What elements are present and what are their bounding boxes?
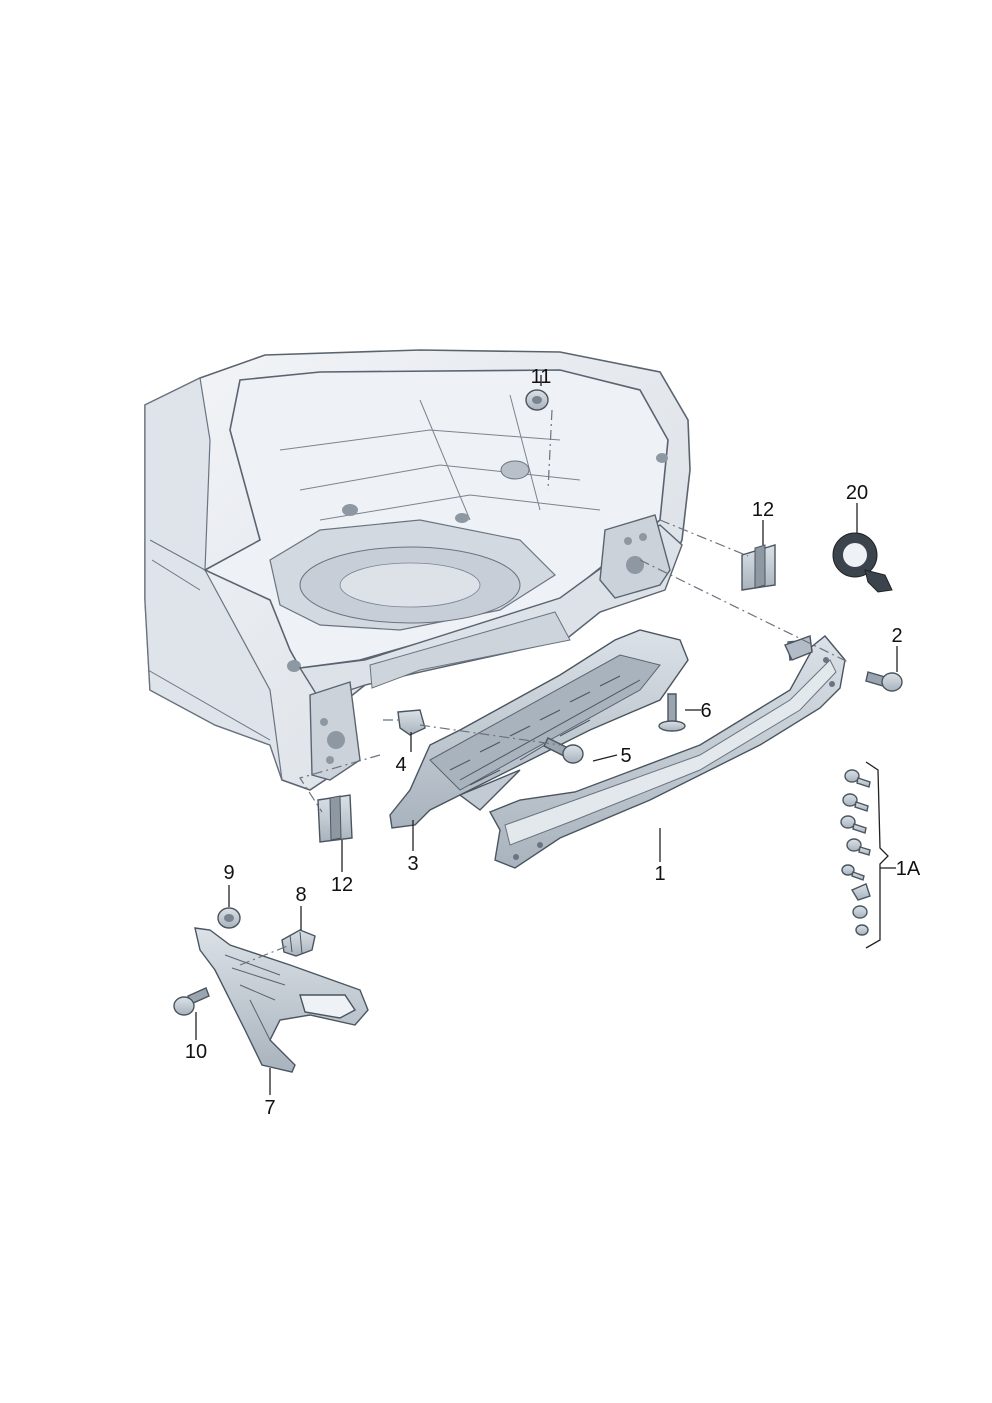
nut-9 [217,907,241,929]
nut-11 [525,389,549,411]
callout-labels: 11 12 20 2 6 5 4 3 1 12 1A 9 8 10 7 [185,366,921,1119]
callout-8: 8 [295,884,306,906]
side-guide-bracket [194,927,369,1073]
callout-1: 1 [654,863,665,885]
bumper-bracket [389,629,689,829]
clip-12-left [317,794,353,843]
callout-10: 10 [185,1041,207,1063]
clip-12-right [741,544,776,591]
callout-5: 5 [620,745,631,767]
callout-2: 2 [891,625,902,647]
alignment-lines [239,409,849,966]
callout-7: 7 [264,1097,275,1119]
tape-roll-20 [832,532,893,593]
callout-3: 3 [407,853,418,875]
clip-nut-4 [397,709,426,736]
bolt-6 [658,693,686,732]
callout-9: 9 [223,862,234,884]
callout-6: 6 [700,700,711,722]
callout-1A: 1A [896,858,921,880]
callout-4: 4 [395,754,406,776]
callout-20: 20 [846,482,868,504]
bolt-2 [865,671,903,692]
callout-11: 11 [531,366,552,388]
callout-12-right: 12 [752,499,774,521]
clip-8 [281,929,316,957]
vehicle-rear-body [144,349,691,791]
bolt-10 [173,987,210,1016]
callout-12-left: 12 [331,874,353,896]
fastener-kit-1A [840,761,889,949]
bumper-reinforcement-bar [489,635,846,869]
leader-lines [195,375,898,1095]
